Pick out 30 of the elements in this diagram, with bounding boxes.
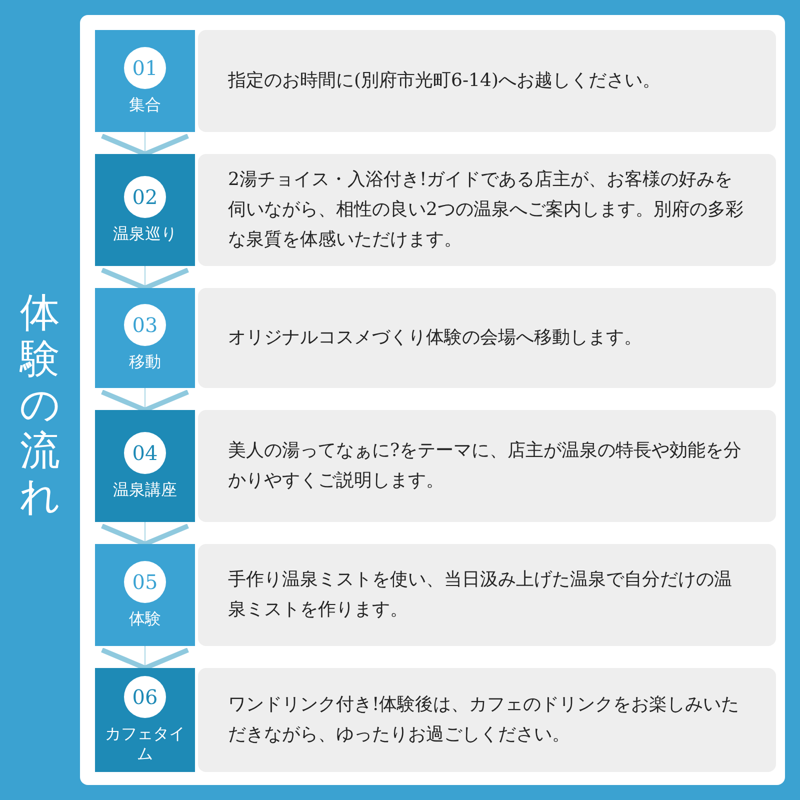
step-label: 集合 [128, 95, 162, 115]
step-tab [95, 288, 195, 388]
description-text: 美人の湯ってなぁに?をテーマに、店主が温泉の特長や効能を分かりやすくご説明します。 [228, 439, 743, 493]
chevron-arrow [100, 132, 190, 156]
step-label: 体験 [128, 609, 162, 629]
description-text: 指定のお時間に(別府市光町6-14)へお越しください。 [228, 69, 660, 93]
step-label: カフェタイム [105, 724, 185, 764]
step-tab [95, 544, 195, 646]
chevron-arrow [100, 522, 190, 546]
step-number: 03 [124, 304, 166, 346]
chevron-arrow [100, 646, 190, 670]
chevron-arrow [100, 388, 190, 412]
chevron-arrow [100, 266, 190, 290]
description-text: 2湯チョイス・入浴付き!ガイドである店主が、お客様の好みを伺いながら、相性の良い2つの温泉へご案内します。別府の多彩な泉質を体感いただけます。 [228, 168, 744, 252]
step-tab [95, 30, 195, 132]
step-tab [95, 668, 195, 772]
step-label: 温泉講座 [112, 480, 178, 500]
step-label: 温泉巡り [112, 224, 178, 244]
step-number: 05 [124, 561, 166, 603]
description-text: オリジナルコスメづくり体験の会場へ移動します。 [228, 326, 642, 350]
step-number: 04 [124, 432, 166, 474]
step-number: 06 [124, 676, 166, 718]
step-number: 02 [124, 176, 166, 218]
step-number: 01 [124, 47, 166, 89]
step-tab [95, 154, 195, 266]
description-text: 手作り温泉ミストを使い、当日汲み上げた温泉で自分だけの温泉ミストを作ります。 [228, 568, 733, 622]
title: 体験の流れ [18, 290, 62, 520]
step-tab [95, 410, 195, 522]
step-label: 移動 [128, 352, 162, 372]
description-text: ワンドリンク付き!体験後は、カフェのドリンクをお楽しみいただきながら、ゆったりお過ごしください。 [228, 693, 740, 747]
